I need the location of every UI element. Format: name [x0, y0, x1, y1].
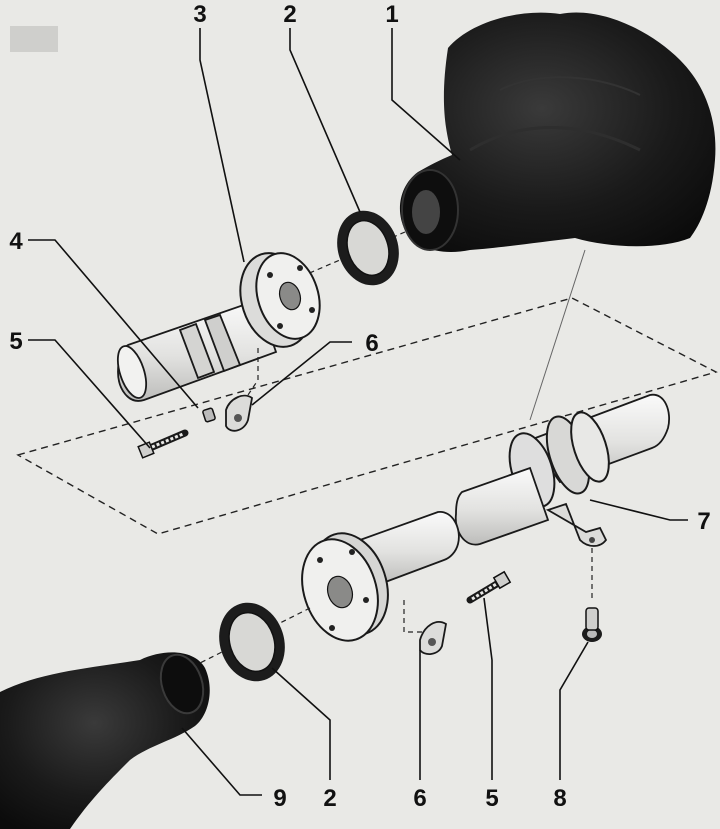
callout-9: 9 — [273, 785, 286, 812]
leader-1 — [391, 28, 461, 161]
final-drive-housing — [0, 652, 210, 829]
callout-3: 3 — [193, 1, 206, 28]
section-outline — [16, 297, 718, 535]
lower-driveshaft — [301, 394, 670, 642]
bracket-bolt — [582, 548, 602, 642]
lower-gasket — [219, 602, 285, 682]
nut — [202, 407, 216, 423]
upper-axis-line — [269, 231, 406, 291]
callout-5-left: 5 — [9, 328, 22, 355]
callout-6-bottom: 6 — [413, 785, 426, 812]
callout-4: 4 — [9, 228, 23, 255]
lower-bracket-clip — [403, 600, 447, 655]
leader-5-bottom — [483, 597, 493, 780]
leader-3 — [199, 28, 245, 263]
leader-9 — [181, 727, 262, 796]
callout-8: 8 — [553, 785, 566, 812]
leader-4 — [28, 239, 199, 409]
callout-6-top: 6 — [365, 330, 378, 357]
leader-6-top — [251, 341, 352, 406]
bearing-bracket — [545, 502, 608, 547]
lower-bolt — [466, 570, 512, 604]
leader-2-bottom — [271, 667, 331, 780]
leader-8 — [559, 641, 589, 780]
callout-5-bottom: 5 — [485, 785, 498, 812]
leader-2-top — [289, 28, 361, 213]
callout-1: 1 — [385, 1, 398, 28]
callout-2-top: 2 — [283, 1, 296, 28]
transmission-housing — [399, 12, 716, 252]
upper-bracket-clip — [225, 348, 259, 432]
callout-7: 7 — [697, 508, 710, 535]
guide-line — [529, 249, 586, 421]
callout-2-bottom: 2 — [323, 785, 336, 812]
leader-5-top — [28, 339, 151, 449]
upper-bolt — [137, 429, 189, 459]
corner-tag — [10, 26, 58, 52]
leader-7 — [589, 499, 688, 521]
upper-gasket — [337, 210, 399, 286]
upper-flange-shaft — [116, 252, 321, 402]
